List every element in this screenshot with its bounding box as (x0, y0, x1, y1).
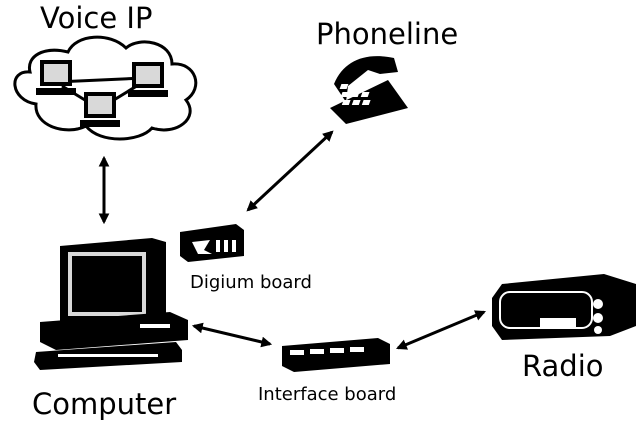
cloud-network-icon (13, 35, 198, 141)
telephone-icon (330, 56, 408, 124)
interface-board-label: Interface board (258, 384, 396, 405)
computer-label: Computer (32, 387, 176, 421)
radio-transceiver-icon (492, 274, 636, 340)
arrow-interface-radio (396, 310, 486, 350)
cloud-terminal-icon (80, 92, 120, 127)
cloud-terminal-icon (128, 62, 168, 97)
voice-ip-label: Voice IP (40, 1, 152, 35)
interface-board-icon (282, 338, 390, 372)
phoneline-label: Phoneline (316, 17, 458, 51)
arrow-computer-interface (191, 322, 273, 348)
desktop-computer-icon (34, 238, 188, 370)
digium-board-label: Digium board (190, 272, 312, 293)
radio-label: Radio (522, 349, 604, 383)
arrow-digium-phoneline (246, 130, 334, 212)
digium-card-icon (180, 224, 244, 262)
cloud-terminal-icon (36, 60, 76, 95)
